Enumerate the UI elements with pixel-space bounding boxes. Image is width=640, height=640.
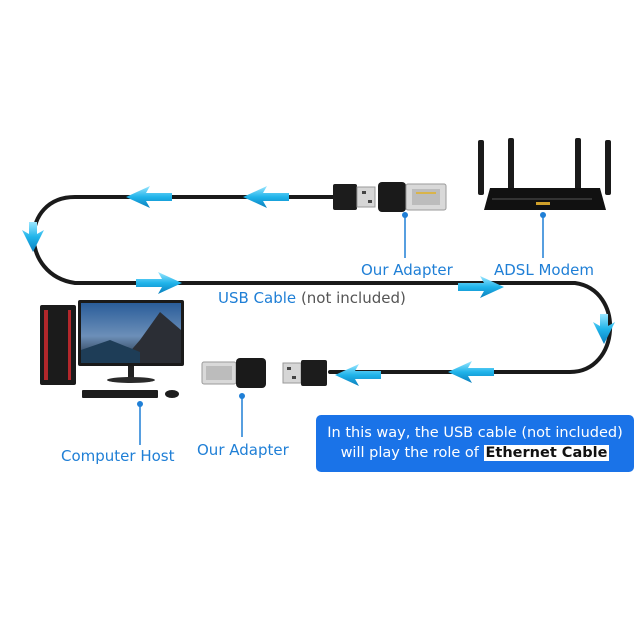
adsl-modem-router: [478, 138, 611, 210]
info-line-1: In this way, the USB cable (not included…: [327, 425, 623, 441]
computer-monitor: [78, 300, 184, 383]
arrow-down-right: [593, 314, 615, 344]
arrow-right-1: [136, 272, 182, 294]
info-line-2-prefix: will play the role of: [340, 445, 484, 461]
usb-cable-line: [31, 195, 612, 374]
adapter-top: [378, 182, 447, 212]
label-computer-host: Computer Host: [61, 447, 175, 465]
arrow-down-left: [22, 222, 44, 252]
label-usb-cable: USB Cable (not included): [218, 289, 406, 307]
label-our-adapter-bottom: Our Adapter: [197, 441, 289, 459]
arrow-left-3: [448, 361, 494, 383]
adapter-bottom: [201, 358, 266, 388]
info-line-2: will play the role of Ethernet Cable: [316, 443, 634, 463]
arrow-right-2: [458, 276, 504, 298]
usb-plug-bottom: [282, 360, 327, 386]
computer-tower: [40, 305, 76, 385]
info-box: In this way, the USB cable (not included…: [316, 415, 634, 472]
direction-arrows: [22, 186, 615, 386]
label-adsl-modem: ADSL Modem: [494, 261, 594, 279]
arrow-left-4: [335, 364, 381, 386]
usb-plug-top: [333, 184, 376, 210]
ethernet-cable-emphasis: Ethernet Cable: [483, 445, 610, 461]
label-our-adapter-top: Our Adapter: [361, 261, 453, 279]
keyboard-mouse: [82, 390, 179, 398]
not-included-text: (not included): [300, 289, 406, 307]
usb-cable-text: USB Cable: [218, 289, 297, 307]
arrow-left-2: [243, 186, 289, 208]
arrow-left-1: [126, 186, 172, 208]
